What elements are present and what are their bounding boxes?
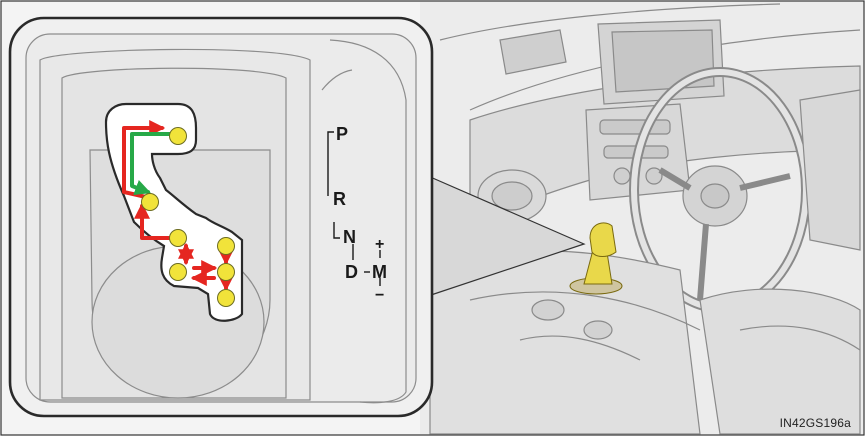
gate-dot-d <box>170 264 187 281</box>
shift-label-d: D <box>345 262 358 282</box>
shift-gate-callout: P R N D M + − <box>10 18 432 416</box>
shift-label-n: N <box>343 227 356 247</box>
shift-label-r: R <box>333 189 346 209</box>
shift-label-m: M <box>372 262 387 282</box>
figure-code: IN42GS196a <box>780 416 851 430</box>
gate-dot-n <box>170 230 187 247</box>
shift-label-plus: + <box>375 236 384 253</box>
gate-dot-r <box>142 194 159 211</box>
gate-dot-m <box>218 264 235 281</box>
gate-dot-minus <box>218 290 235 307</box>
shift-label-minus: − <box>375 287 384 304</box>
gate-dot-plus <box>218 238 235 255</box>
gate-dot-p <box>170 128 187 145</box>
shift-label-p: P <box>336 124 348 144</box>
